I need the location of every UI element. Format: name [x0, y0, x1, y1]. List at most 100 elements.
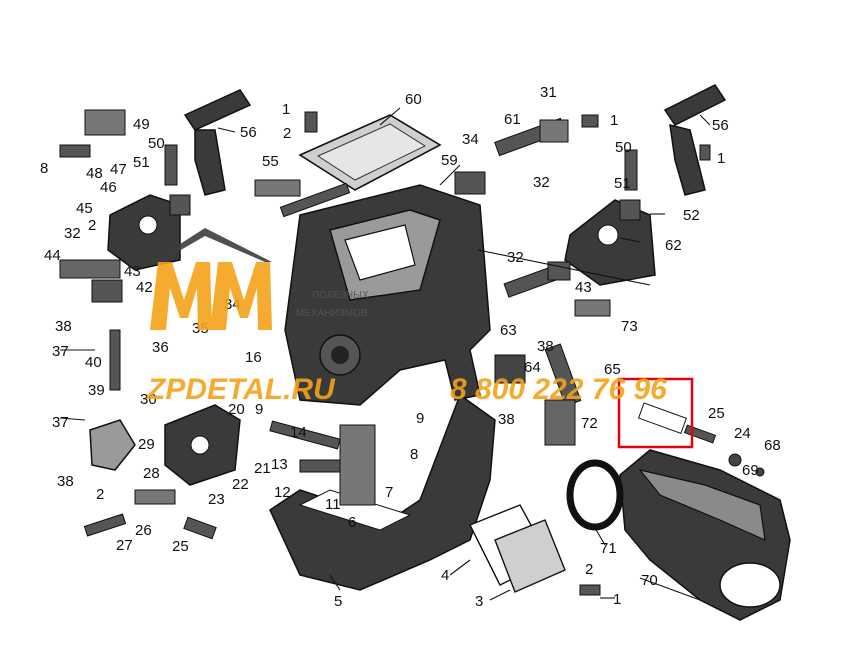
logo-m-left [150, 262, 212, 330]
logo-text-line1: ПОЛЕЗНЫХ [312, 290, 369, 301]
label-2: 2 [88, 217, 96, 234]
logo-m-right [210, 262, 272, 330]
pedal-left [183, 89, 252, 196]
label-40: 40 [85, 354, 102, 371]
label-32: 32 [64, 225, 81, 242]
housing-tube [619, 449, 791, 621]
label-38: 38 [537, 338, 554, 355]
label-43: 43 [575, 279, 592, 296]
label-27: 27 [116, 537, 133, 554]
label-73: 73 [621, 318, 638, 335]
label-24: 24 [734, 425, 751, 442]
label-16: 16 [245, 349, 262, 366]
pedal-right [663, 84, 727, 196]
label-28: 28 [143, 465, 160, 482]
label-44: 44 [44, 247, 61, 264]
watermark-site: ZPDETAL.RU [146, 373, 336, 406]
label-68: 68 [764, 437, 781, 454]
label-48: 48 [86, 165, 103, 182]
logo-text-line2: МЕХАНИЗМОВ [296, 308, 368, 319]
label-3: 3 [475, 593, 483, 610]
top-cover-plate [298, 114, 442, 191]
label-60: 60 [405, 91, 422, 108]
label-72: 72 [581, 415, 598, 432]
label-11: 11 [325, 496, 341, 513]
label-50: 50 [148, 135, 165, 152]
label-65: 65 [604, 361, 621, 378]
side-cover [469, 504, 566, 593]
watermark-phone: 8 800 222 76 96 [450, 373, 667, 406]
label-32: 32 [507, 249, 524, 266]
part-number-labels: 1 2 60 31 1 61 34 56 56 49 50 8 48 47 51… [40, 84, 781, 610]
label-52: 52 [683, 207, 700, 224]
label-38: 38 [498, 411, 515, 428]
label-50: 50 [615, 139, 632, 156]
label-22: 22 [232, 476, 249, 493]
label-64: 64 [524, 359, 541, 376]
label-34: 34 [462, 131, 479, 148]
label-70: 70 [641, 572, 658, 589]
label-8: 8 [40, 160, 48, 177]
label-9: 9 [255, 401, 263, 418]
label-4: 4 [441, 567, 449, 584]
left-bracket [107, 194, 181, 271]
label-56: 56 [712, 117, 729, 134]
label-62: 62 [665, 237, 682, 254]
bell-housing [269, 393, 496, 591]
label-9: 9 [416, 410, 424, 427]
label-55: 55 [262, 153, 279, 170]
label-13: 13 [271, 456, 288, 473]
label-21: 21 [254, 460, 271, 477]
right-bracket [564, 199, 656, 286]
label-2: 2 [585, 561, 593, 578]
label-36: 36 [152, 339, 169, 356]
label-1: 1 [613, 591, 621, 608]
label-49: 49 [133, 116, 150, 133]
label-20: 20 [228, 401, 245, 418]
label-39: 39 [88, 382, 105, 399]
label-31: 31 [540, 84, 557, 101]
label-51: 51 [614, 175, 631, 192]
label-5: 5 [334, 593, 342, 610]
label-7: 7 [385, 484, 393, 501]
lever-plate [89, 419, 136, 471]
label-8: 8 [410, 446, 418, 463]
label-26: 26 [135, 522, 152, 539]
label-37: 37 [52, 343, 69, 360]
label-2: 2 [283, 125, 291, 142]
label-43: 43 [124, 263, 141, 280]
seal-ring [566, 459, 624, 531]
label-14: 14 [290, 424, 307, 441]
highlight-box [617, 377, 694, 449]
label-6: 6 [348, 514, 356, 531]
small-parts [59, 109, 765, 596]
label-30: 30 [140, 391, 157, 408]
label-25: 25 [708, 405, 725, 422]
label-37: 37 [52, 414, 69, 431]
label-46: 46 [100, 179, 117, 196]
hydraulic-pump [164, 404, 241, 486]
label-25: 25 [172, 538, 189, 555]
label-51: 51 [133, 154, 150, 171]
label-29: 29 [138, 436, 155, 453]
label-1: 1 [282, 101, 290, 118]
label-23: 23 [208, 491, 225, 508]
label-61: 61 [504, 111, 521, 128]
label-2: 2 [96, 486, 104, 503]
leader-lines [59, 107, 711, 601]
label-32: 32 [533, 174, 550, 191]
label-71: 71 [600, 540, 617, 557]
label-1: 1 [717, 150, 725, 167]
label-59: 59 [441, 152, 458, 169]
watermark-logo: ПОЛЕЗНЫХ МЕХАНИЗМОВ [150, 228, 369, 330]
label-38: 38 [57, 473, 74, 490]
label-69: 69 [742, 462, 759, 479]
label-1: 1 [610, 112, 618, 129]
label-38: 38 [55, 318, 72, 335]
label-45: 45 [76, 200, 93, 217]
label-47: 47 [110, 161, 127, 178]
label-56: 56 [240, 124, 257, 141]
label-63: 63 [500, 322, 517, 339]
label-12: 12 [274, 484, 291, 501]
